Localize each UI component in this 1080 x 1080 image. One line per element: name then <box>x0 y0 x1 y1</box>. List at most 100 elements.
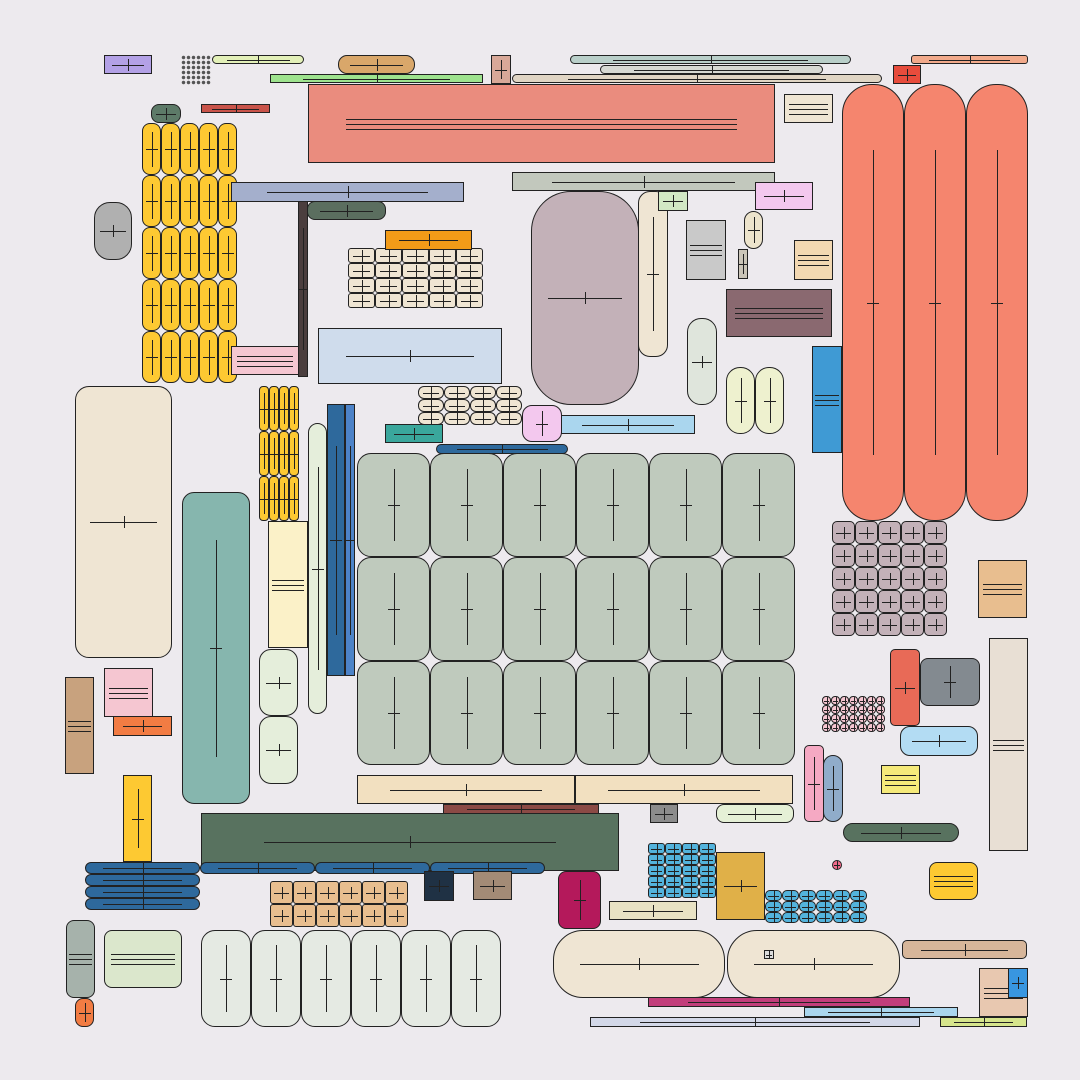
sage-grid-cell <box>503 557 576 661</box>
peach-cell <box>339 881 362 904</box>
cream-cell <box>429 293 456 308</box>
pink-cell <box>849 696 858 705</box>
pink-cell <box>867 714 876 723</box>
cream-cell <box>496 412 522 425</box>
pink-cell <box>822 714 831 723</box>
magenta-tile <box>558 871 601 929</box>
blue-cell <box>699 876 716 887</box>
teal-panel <box>182 492 250 804</box>
pink-cell <box>831 696 840 705</box>
pink-cell <box>876 705 885 714</box>
pink-cell <box>849 705 858 714</box>
blue-cell <box>648 887 665 898</box>
pink-cell <box>840 714 849 723</box>
navy-tile <box>424 871 454 901</box>
blue-cell <box>782 890 799 901</box>
sage-grid-cell <box>503 661 576 765</box>
maroon-bar <box>443 804 599 814</box>
forest-panel <box>201 813 619 871</box>
blue-tile <box>823 755 843 822</box>
tall-salmon-panel <box>904 84 966 521</box>
mint-square <box>658 191 688 211</box>
yellow-cell <box>199 227 218 279</box>
mauve-cell <box>832 544 855 567</box>
cream-cell <box>456 263 483 278</box>
gray-stack <box>66 920 95 998</box>
cream-cell <box>348 248 375 263</box>
tan-stack <box>65 677 94 774</box>
blue-stripes <box>812 346 842 453</box>
yellow-cell-small <box>279 386 289 431</box>
pink-cell <box>867 705 876 714</box>
yellow-cell <box>142 123 161 175</box>
mint-stack <box>104 930 182 988</box>
red-square <box>893 65 921 84</box>
peach-stack <box>978 560 1027 618</box>
pink-tiles <box>755 182 813 210</box>
red-tile <box>890 649 920 726</box>
cream-cell <box>444 386 470 399</box>
teal-pill <box>570 55 851 64</box>
pink-pills <box>522 405 562 442</box>
white-card <box>401 930 451 1027</box>
mauve-cell <box>855 521 878 544</box>
pink-cell <box>876 714 885 723</box>
white-card <box>301 930 351 1027</box>
yellow-cell <box>161 175 180 227</box>
blue-cell <box>850 901 867 912</box>
blue-cell <box>833 912 850 923</box>
mauve-cell <box>901 613 924 636</box>
mauve-cell <box>924 613 947 636</box>
white-card <box>451 930 501 1027</box>
navy-pill <box>436 444 568 454</box>
beige-bar <box>357 775 575 804</box>
sage-grid-cell <box>357 453 430 557</box>
forest-pill <box>151 104 181 123</box>
cream-cell <box>402 248 429 263</box>
blue-cell <box>682 843 699 854</box>
cream-cell <box>456 248 483 263</box>
sage-grid-cell <box>576 453 649 557</box>
cream-cell <box>348 278 375 293</box>
yellow-cell-small <box>269 431 279 476</box>
cream-cell <box>456 278 483 293</box>
yellow-cell <box>142 279 161 331</box>
cream-cell <box>402 293 429 308</box>
olive-bar <box>512 172 775 191</box>
peach-cell <box>270 881 293 904</box>
cream-cell <box>375 278 402 293</box>
cream-cell <box>375 263 402 278</box>
blue-cell <box>850 890 867 901</box>
yellow-cell-small <box>259 476 269 521</box>
gray-square <box>94 202 132 260</box>
blue-cell <box>682 865 699 876</box>
brick-bar <box>201 104 270 113</box>
cream-slats <box>268 521 308 648</box>
yellow-cell <box>218 279 237 331</box>
blue-cell <box>765 890 782 901</box>
mauve-cell <box>924 590 947 613</box>
blue-cell <box>699 865 716 876</box>
mauve-cell <box>901 544 924 567</box>
mauve-cell <box>855 544 878 567</box>
pink-cell <box>822 705 831 714</box>
mauve-cell <box>878 613 901 636</box>
dark-rod <box>298 201 308 377</box>
cream-panel <box>75 386 172 658</box>
green-bar <box>270 74 483 83</box>
yellow-cell <box>218 227 237 279</box>
cream-cell <box>402 263 429 278</box>
mint-tile <box>259 649 298 716</box>
pink-cell <box>858 714 867 723</box>
cream-cell <box>456 293 483 308</box>
blue-cell <box>833 901 850 912</box>
cream-cell <box>496 399 522 412</box>
blue-cell <box>665 843 682 854</box>
mauve-cell <box>924 544 947 567</box>
yellow-cell-small <box>279 431 289 476</box>
sage-grid-cell <box>357 661 430 765</box>
blue-cell <box>782 901 799 912</box>
blue-cell <box>833 890 850 901</box>
blue-cell <box>699 887 716 898</box>
mauve-cell <box>901 567 924 590</box>
